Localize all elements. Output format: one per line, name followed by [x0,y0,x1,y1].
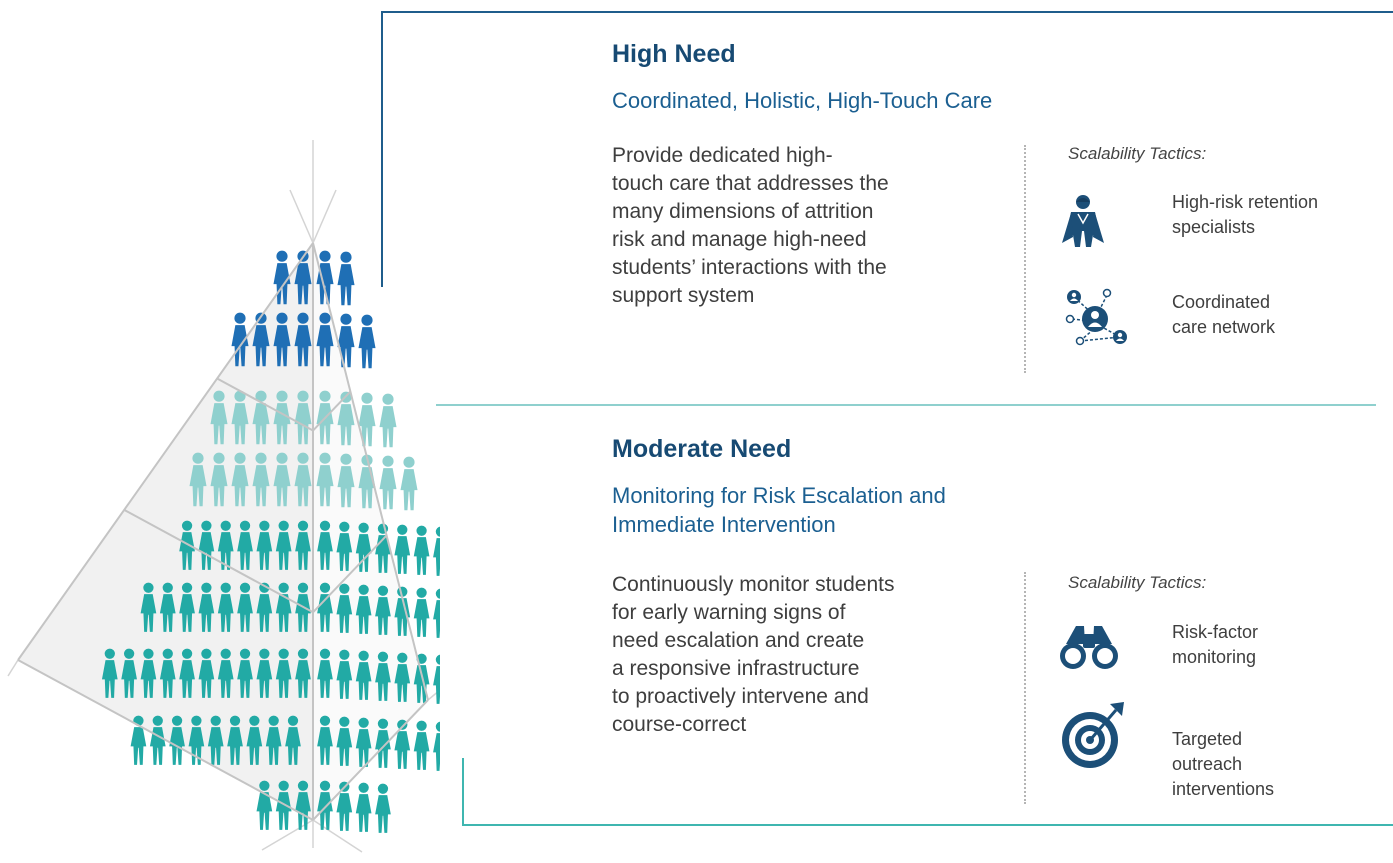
tactic-risk-monitoring: Risk-factor monitoring [1172,622,1259,667]
moderate-need-bracket-bottom [462,824,1393,826]
high-need-title: High Need [612,40,736,68]
moderate-need-description: Continuously monitor students for early … [612,573,895,736]
moderate-need-bracket-top [436,404,1376,406]
moderate-need-tactics-label: Scalability Tactics: [1068,573,1207,592]
moderate-need-divider [1024,572,1026,804]
retention-specialist-icon [1062,195,1104,247]
moderate-need-subtitle: Monitoring for Risk Escalation and Immed… [612,483,946,537]
binoculars-icon [1060,626,1118,669]
high-need-bracket-left [381,11,383,287]
high-need-description: Provide dedicated high- touch care that … [612,144,889,307]
tactic-care-network: Coordinated care network [1172,292,1276,337]
moderate-need-title: Moderate Need [612,435,792,463]
high-need-divider [1024,145,1026,373]
target-icon [1062,702,1124,768]
high-need-bracket-top [381,11,1393,13]
care-network-icon [1065,288,1127,346]
tactic-retention-specialists: High-risk retention specialists [1172,192,1319,237]
high-need-subtitle: Coordinated, Holistic, High-Touch Care [612,88,993,113]
moderate-need-bracket-left [462,758,464,826]
tactic-targeted-outreach: Targeted outreach interventions [1172,729,1275,799]
high-need-tactics-label: Scalability Tactics: [1068,144,1207,163]
student-pyramid [7,140,440,853]
